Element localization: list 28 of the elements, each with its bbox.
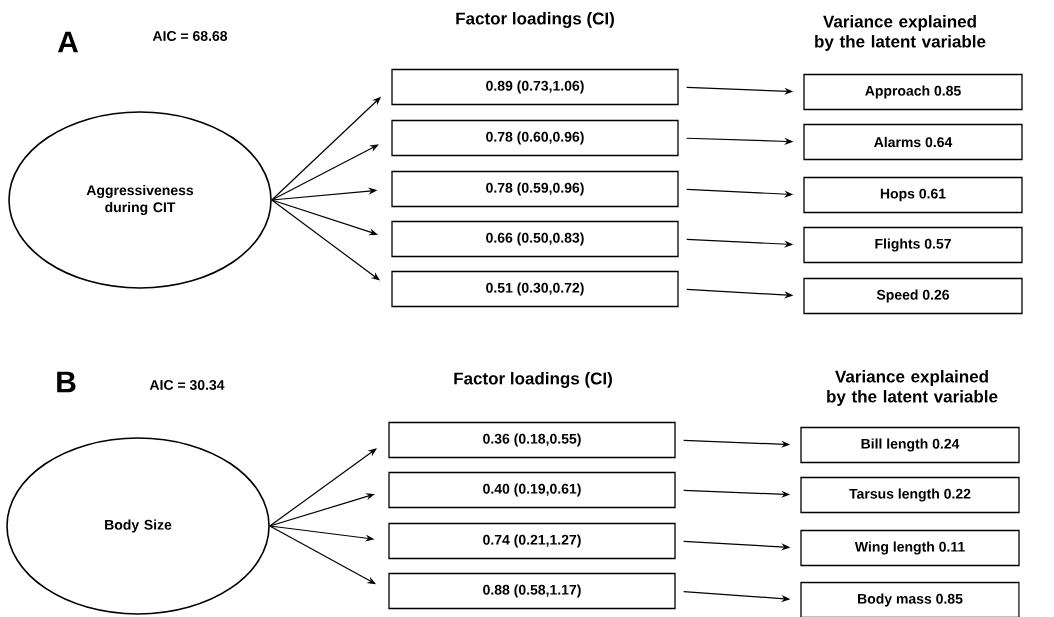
loading-box: 0.36 (0.18,0.55) — [388, 421, 676, 459]
variance-box: Bill length 0.24 — [800, 426, 1020, 464]
arrow — [271, 144, 379, 201]
column-heading: Factor loadings (CI) — [454, 372, 612, 388]
loading-box: 0.78 (0.59,0.96) — [391, 170, 679, 208]
variance-box: Speed 0.26 — [803, 277, 1023, 315]
arrow — [269, 448, 377, 527]
loading-box: 0.66 (0.50,0.83) — [391, 220, 679, 258]
loading-box: 0.78 (0.60,0.96) — [391, 119, 679, 157]
variance-box: Approach 0.85 — [803, 73, 1023, 111]
loading-box: 0.89 (0.73,1.06) — [391, 68, 679, 106]
loading-box: 0.88 (0.58,1.17) — [388, 572, 676, 610]
column-heading: Factor loadings (CI) — [456, 12, 614, 28]
variance-box: Hops 0.61 — [803, 176, 1023, 214]
variance-box: Flights 0.57 — [803, 226, 1023, 264]
loading-box: 0.51 (0.30,0.72) — [391, 270, 679, 308]
aic-value: AIC = 68.68 — [152, 31, 228, 41]
loading-box: 0.40 (0.19,0.61) — [388, 471, 676, 509]
variance-box: Tarsus length 0.22 — [800, 476, 1020, 514]
aic-value: AIC = 30.34 — [149, 380, 225, 390]
variance-box: Wing length 0.11 — [800, 529, 1020, 567]
loading-box: 0.74 (0.21,1.27) — [388, 522, 676, 560]
panel-letter: A — [57, 31, 79, 53]
variance-box: Body mass 0.85 — [800, 581, 1020, 617]
panel-letter: B — [57, 371, 76, 393]
column-heading: Variance explained by the latent variable — [827, 370, 998, 406]
variance-box: Alarms 0.64 — [803, 123, 1023, 161]
column-heading: Variance explained by the latent variable — [815, 15, 986, 51]
